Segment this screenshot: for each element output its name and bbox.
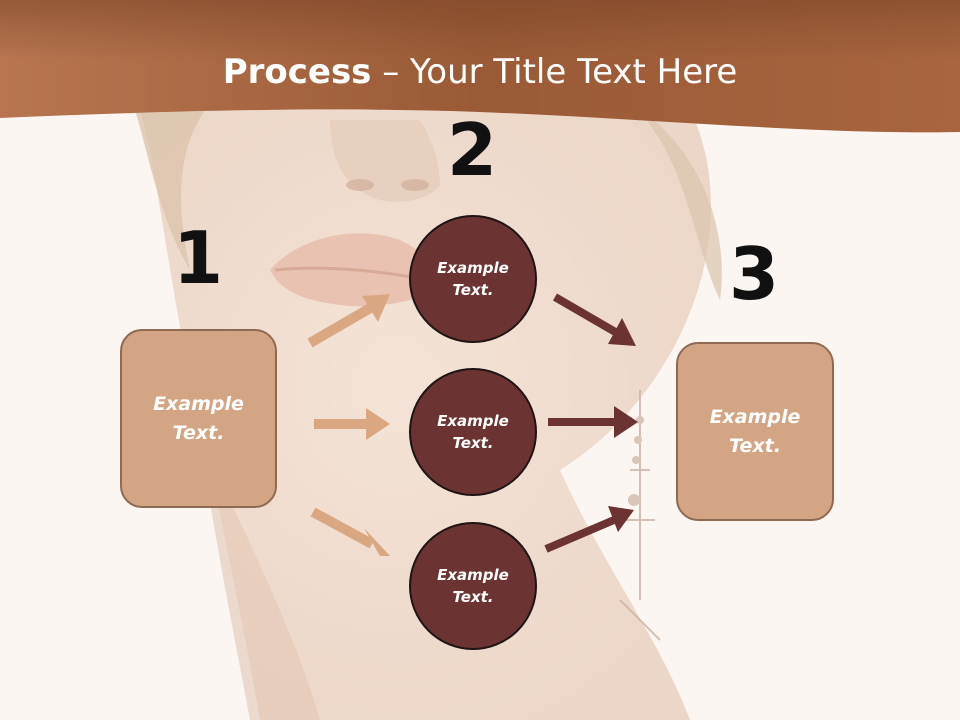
- step-3-box: Example Text.: [676, 342, 834, 521]
- step-2-circle-bottom: Example Text.: [409, 522, 537, 650]
- arrow-circle-bottom-to-3: [544, 506, 634, 553]
- circle-middle-text: Example Text.: [437, 411, 509, 453]
- step-2-circle-middle: Example Text.: [409, 368, 537, 496]
- arrow-1-to-circle-bottom: [310, 507, 390, 556]
- step-number-3: 3: [728, 232, 780, 316]
- title-rest: – Your Title Text Here: [371, 52, 738, 92]
- step-1-text: Example Text.: [153, 393, 244, 444]
- step-2-circle-top: Example Text.: [409, 215, 537, 343]
- step-1-box: Example Text.: [120, 329, 277, 508]
- step-number-1: 1: [172, 216, 224, 300]
- slide-title: Process – Your Title Text Here: [0, 52, 960, 92]
- step-3-text: Example Text.: [709, 406, 801, 457]
- circle-top-text: Example Text.: [437, 258, 509, 300]
- title-bold: Process: [222, 52, 372, 92]
- step-number-2: 2: [446, 108, 498, 192]
- arrow-circle-top-to-3: [552, 293, 636, 346]
- arrow-1-to-circle-top: [307, 294, 390, 348]
- circle-bottom-text: Example Text.: [437, 565, 509, 607]
- arrow-circle-middle-to-3: [548, 406, 638, 438]
- arrow-1-to-circle-middle: [314, 408, 390, 440]
